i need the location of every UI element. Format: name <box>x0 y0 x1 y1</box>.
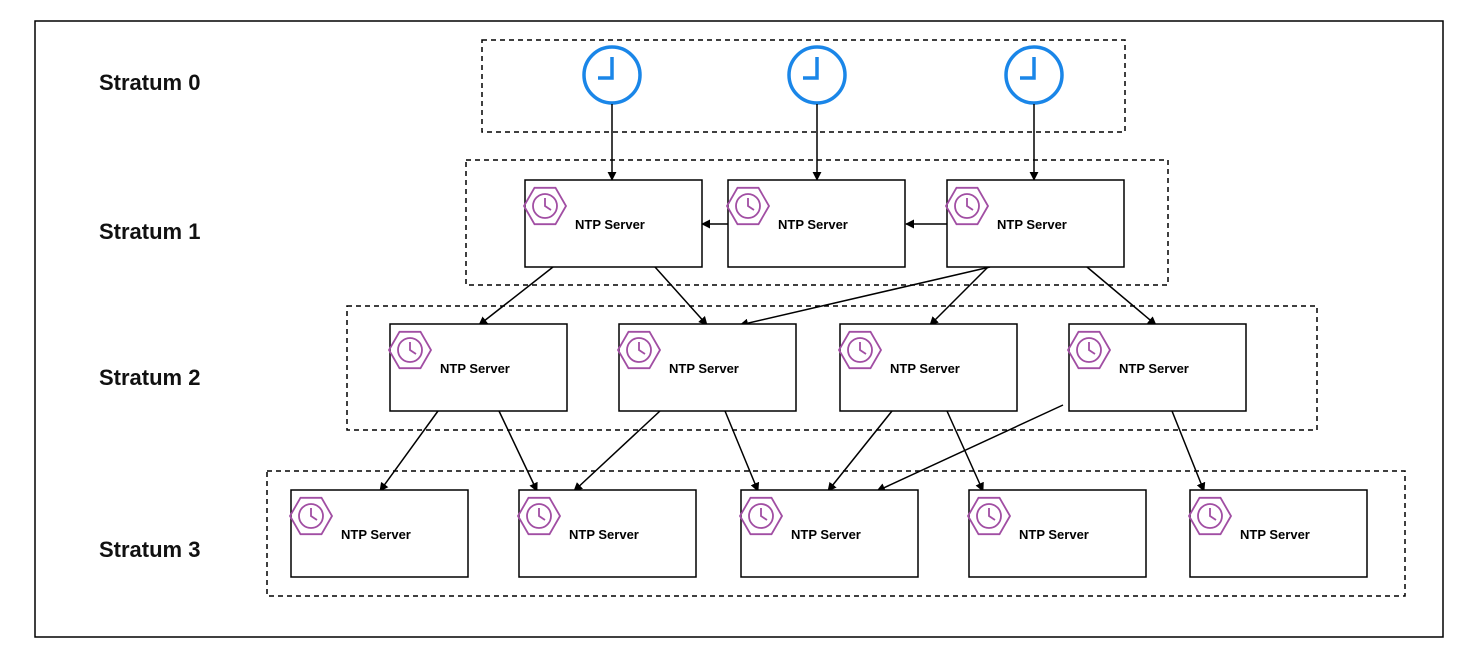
stratum-1-label: Stratum 1 <box>99 219 200 244</box>
ntp-server-icon <box>516 496 562 536</box>
server-label: NTP Server <box>1019 527 1089 542</box>
server-label: NTP Server <box>1240 527 1310 542</box>
ntp-server-icon <box>966 496 1012 536</box>
server-label: NTP Server <box>791 527 861 542</box>
ntp-server-icon <box>1066 330 1112 370</box>
ntp-server-icon <box>387 330 433 370</box>
stratum-3-label: Stratum 3 <box>99 537 200 562</box>
server-label: NTP Server <box>890 361 960 376</box>
server-label: NTP Server <box>569 527 639 542</box>
ntp-server-node-stratum3-1: NTP Server <box>288 489 469 578</box>
ntp-server-icon <box>288 496 334 536</box>
ntp-server-node-stratum3-4: NTP Server <box>966 489 1147 578</box>
reference-clock-1 <box>582 45 642 105</box>
ntp-server-icon <box>837 330 883 370</box>
outer-frame <box>34 20 1444 638</box>
arrow-s2b-to-s3b <box>573 410 661 492</box>
ntp-server-node-stratum1-1: NTP Server <box>522 179 703 268</box>
ntp-server-icon <box>944 186 990 226</box>
clock-icon <box>582 45 642 105</box>
ntp-server-icon <box>522 186 568 226</box>
server-label: NTP Server <box>440 361 510 376</box>
stratum-0-group <box>481 39 1126 133</box>
ntp-server-node-stratum2-4: NTP Server <box>1066 323 1247 412</box>
arrow-s2a-to-s3b <box>498 410 538 492</box>
arrow-s2c-to-s3c <box>827 410 893 492</box>
server-label: NTP Server <box>575 217 645 232</box>
ntp-server-node-stratum1-3: NTP Server <box>944 179 1125 268</box>
server-box <box>946 179 1125 268</box>
ntp-server-node-stratum3-2: NTP Server <box>516 489 697 578</box>
ntp-server-node-stratum3-5: NTP Server <box>1187 489 1368 578</box>
arrow-s1a-to-s2b <box>654 266 708 326</box>
stratum-2-group <box>346 305 1318 431</box>
ntp-server-node-stratum2-3: NTP Server <box>837 323 1018 412</box>
clock-icon <box>1004 45 1064 105</box>
server-label: NTP Server <box>778 217 848 232</box>
stratum-3-group <box>266 470 1406 597</box>
arrow-s2d-to-s3e <box>1171 410 1206 492</box>
ntp-server-icon <box>1187 496 1233 536</box>
ntp-server-node-stratum1-2: NTP Server <box>725 179 906 268</box>
arrow-s2b-to-s3c <box>724 410 760 492</box>
server-label: NTP Server <box>341 527 411 542</box>
arrow-s1c-to-s2c <box>929 266 989 326</box>
stratum-2-label: Stratum 2 <box>99 365 200 390</box>
server-label: NTP Server <box>997 217 1067 232</box>
server-label: NTP Server <box>1119 361 1189 376</box>
clock-icon <box>787 45 847 105</box>
connectors <box>379 104 1206 492</box>
ntp-server-icon <box>616 330 662 370</box>
ntp-server-icon <box>725 186 771 226</box>
reference-clock-2 <box>787 45 847 105</box>
ntp-server-node-stratum2-1: NTP Server <box>387 323 568 412</box>
server-label: NTP Server <box>669 361 739 376</box>
arrow-s1a-to-s2a <box>478 266 554 326</box>
stratum-0-label: Stratum 0 <box>99 70 200 95</box>
arrow-s1c-to-s2d <box>1086 266 1157 326</box>
arrow-s2d-to-s3c <box>876 404 1064 492</box>
ntp-server-icon <box>738 496 784 536</box>
ntp-server-node-stratum2-2: NTP Server <box>616 323 797 412</box>
ntp-server-node-stratum3-3: NTP Server <box>738 489 919 578</box>
arrow-s2a-to-s3a <box>379 410 439 492</box>
reference-clock-3 <box>1004 45 1064 105</box>
arrow-s1c-to-s2b <box>739 266 991 328</box>
